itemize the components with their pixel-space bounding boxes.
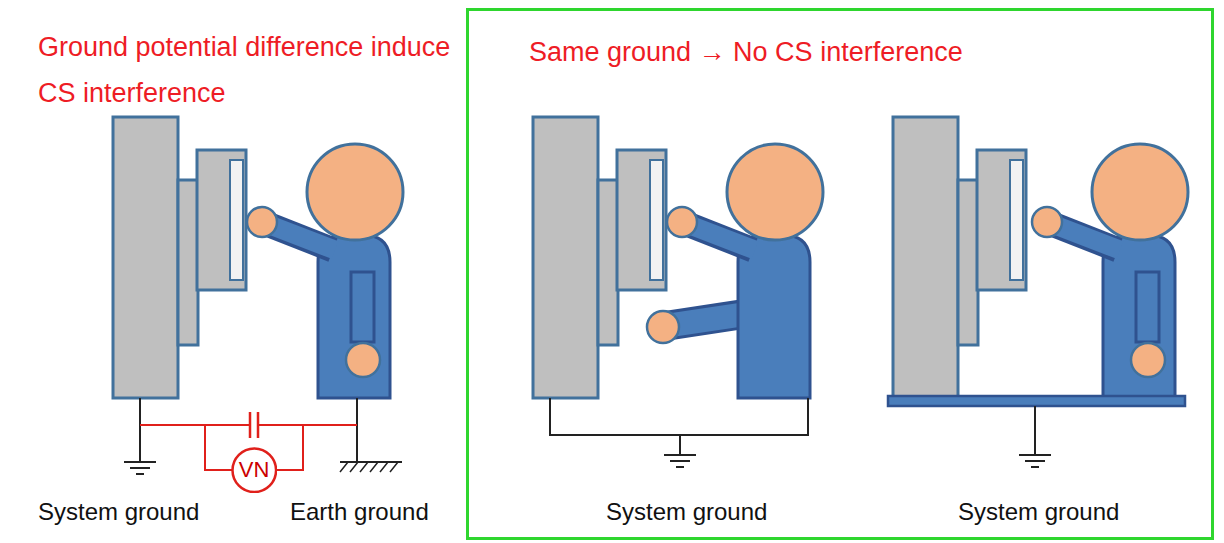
ground-platform xyxy=(888,396,1185,406)
source-label: VN xyxy=(239,457,270,483)
ground-label: System ground xyxy=(958,498,1119,526)
system-ground-wire xyxy=(139,398,141,462)
operator xyxy=(667,144,823,398)
parasitic-path xyxy=(140,424,357,426)
ground-label: System ground xyxy=(606,498,767,526)
earth-bar xyxy=(340,461,402,463)
scene-heading: Ground potential difference induce CS in… xyxy=(38,24,463,116)
same-ground-panel: Same ground → No CS interference xyxy=(466,8,1214,540)
ground-symbol xyxy=(124,462,156,474)
operator xyxy=(247,144,403,398)
capacitor-symbol xyxy=(250,412,258,438)
common-ground-wire xyxy=(1034,406,1036,455)
equipment-panel xyxy=(533,117,666,398)
operator xyxy=(1032,144,1188,398)
ground-label: System ground xyxy=(38,498,199,526)
earth-ground-wire xyxy=(356,398,358,462)
source-circle xyxy=(232,448,276,492)
earth-ground-symbol xyxy=(340,462,402,472)
equipment-panel xyxy=(113,117,246,398)
operator-side-arm xyxy=(1131,272,1165,377)
panel-heading: Same ground → No CS interference xyxy=(529,37,1191,68)
ground-symbol xyxy=(1019,455,1051,467)
ground-label: Earth ground xyxy=(290,498,429,526)
noise-voltage-source: VN xyxy=(231,447,278,494)
ground-symbol xyxy=(664,455,696,467)
operator-side-arm xyxy=(346,272,380,377)
hand xyxy=(647,311,679,343)
common-ground-wire xyxy=(550,398,808,455)
earth-hatch xyxy=(340,462,398,472)
equipment-panel xyxy=(893,117,1026,398)
